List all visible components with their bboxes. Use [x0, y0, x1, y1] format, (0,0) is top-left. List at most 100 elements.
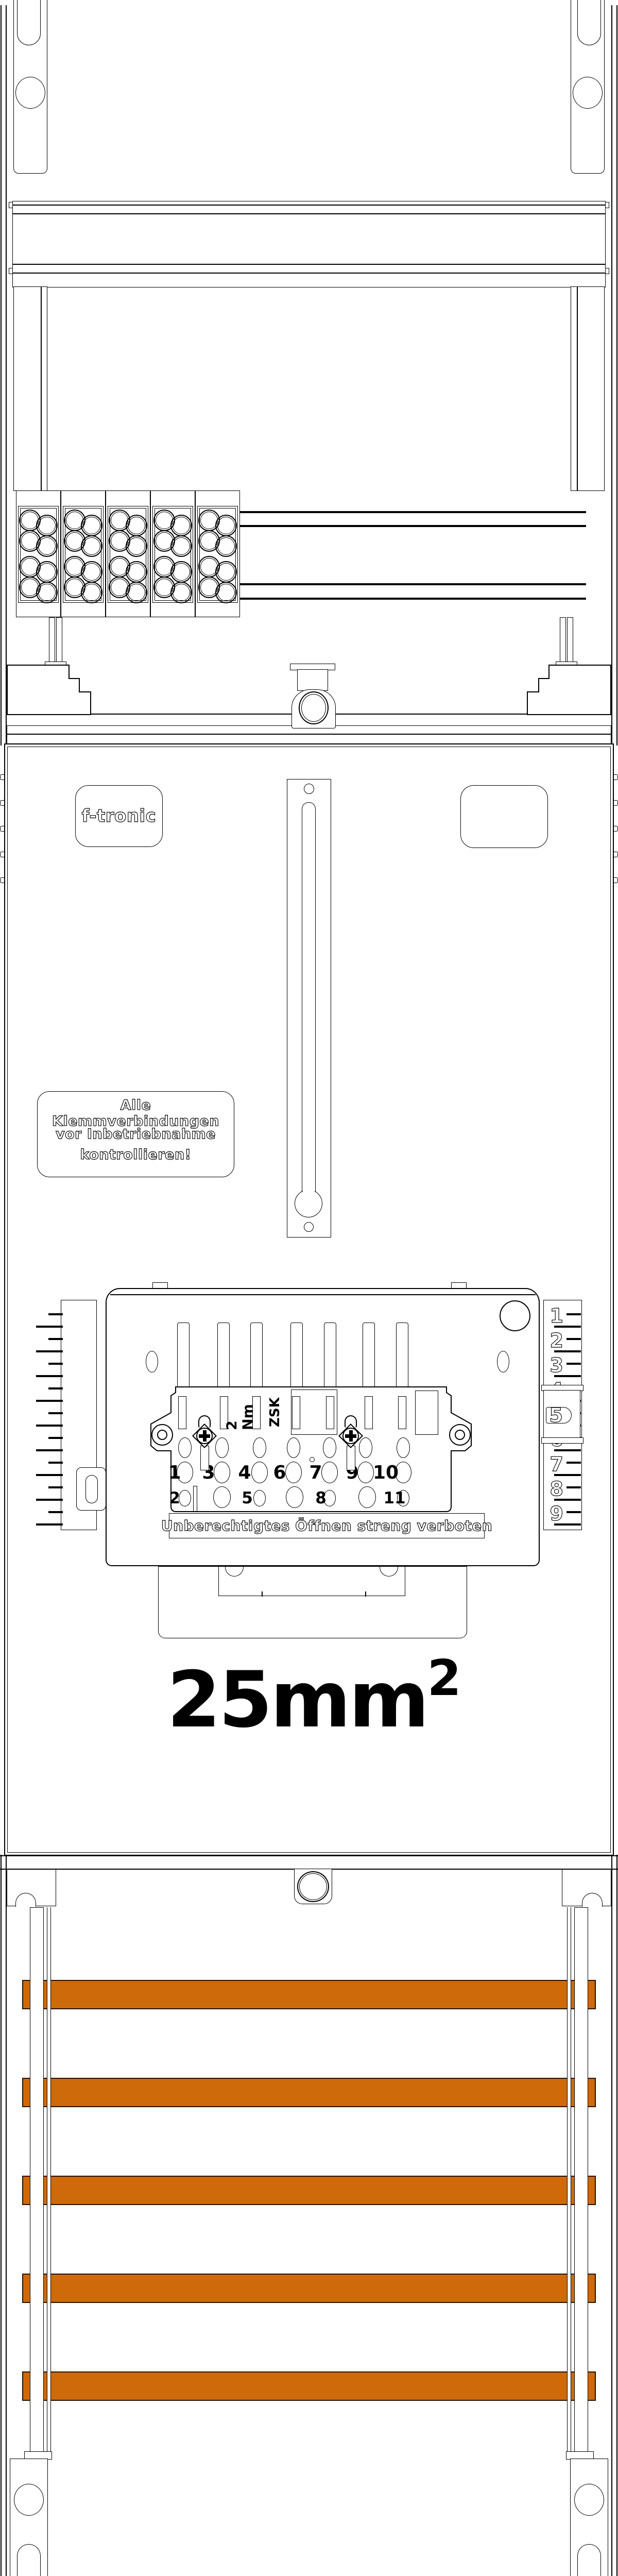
terminal-hole-inner: [128, 537, 145, 555]
right-wall-outer-line: [616, 1855, 617, 2576]
left-wall-outer-line: [1, 5, 2, 745]
seal-bar-text: Unberechtigtes Öffnen streng verboten: [161, 1517, 493, 1534]
t-handle-oval: [299, 691, 329, 724]
cover-edge-clip: [0, 826, 5, 832]
zsk-terminal-unit-body: [150, 1386, 472, 1512]
clamp-hole: [323, 1437, 336, 1458]
bottom-left-slot: [17, 2544, 41, 2576]
t-handle-stem: [297, 669, 328, 691]
comb-tick-long: [554, 1326, 581, 1328]
clamp-hole: [178, 1437, 192, 1458]
unit-slot: [178, 1396, 186, 1429]
terminal-block-frame-inner: [199, 508, 236, 601]
busbar: [22, 2176, 596, 2205]
cover-edge-clip: [0, 800, 5, 806]
lower-channel-left: [47, 1907, 51, 2452]
terminal-hole: [81, 582, 102, 603]
comb-scale-number: 3: [550, 1353, 564, 1377]
clamp-hole: [285, 1462, 302, 1483]
clamp-hole-small: [253, 1490, 266, 1506]
terminal-hole-inner: [83, 563, 100, 581]
left-column-line: [41, 286, 42, 491]
cover-slat: [363, 1323, 375, 1388]
din-rail-line: [12, 264, 606, 265]
terminal-hole: [81, 535, 102, 557]
unit-slot: [398, 1396, 406, 1429]
comb-tick-long: [554, 1523, 581, 1526]
cover-panel-inner-edge: [7, 747, 611, 1853]
clamp-number: 8: [315, 1489, 327, 1507]
comb-scale-number: 9: [550, 1502, 564, 1525]
clamp-hole-small: [179, 1490, 191, 1506]
unit-slot: [326, 1396, 334, 1429]
center-strip: [287, 779, 331, 1238]
terminal-block-frame-inner: [20, 508, 57, 601]
clamp-bar: [200, 1446, 209, 1470]
lower-section-top-line: [0, 1855, 618, 1856]
terminal-block-frame: [108, 506, 148, 603]
comb-tick-long: [36, 1523, 63, 1526]
comb-tick-mid: [566, 1462, 581, 1464]
mounting-ring-right-inner: [455, 1430, 465, 1440]
din-rail-line: [12, 213, 606, 214]
comb-scale-number: 1: [550, 1304, 564, 1327]
unit-slot: [365, 1396, 373, 1429]
clamp-pin: [193, 1486, 197, 1512]
support-post: [560, 617, 566, 664]
comb-tick-mid: [48, 1387, 63, 1389]
left-slide-clamp: [76, 1467, 106, 1511]
cover-slat: [324, 1323, 336, 1388]
terminal-block-frame-inner: [154, 508, 191, 601]
comb-tick-long: [554, 1474, 581, 1476]
zsk-cover-hole: [500, 1300, 530, 1331]
clamp-number: 10: [372, 1462, 399, 1483]
frame-band-line: [7, 734, 611, 735]
conductor-size-superscript: 2: [427, 1650, 461, 1707]
seal-bar: Unberechtigtes Öffnen streng verboten: [161, 1513, 492, 1538]
support-post: [56, 617, 62, 664]
unit-slot: [220, 1396, 228, 1429]
lower-bracket-arch: [15, 1893, 36, 1907]
terminal-hole-inner: [83, 537, 100, 555]
terminal-block-frame: [152, 506, 193, 603]
busbar: [22, 1980, 596, 2009]
warning-label-line1: Alle Klemmverbindungen: [52, 1097, 219, 1129]
comb-scale-number: 2: [550, 1329, 564, 1352]
terminal-hole: [36, 582, 58, 603]
mounting-ring-right: [449, 1424, 471, 1446]
clamp-hole: [359, 1437, 372, 1458]
shelf-line: [336, 714, 527, 715]
cover-edge-clip: [613, 800, 618, 806]
support-post: [567, 617, 573, 664]
left-wall-outer-line: [1, 1855, 2, 2576]
bottom-right-oval-hole: [574, 2484, 604, 2516]
clamp-hole: [397, 1437, 410, 1458]
unit-slot: [252, 1396, 261, 1429]
zsk-cover-edge-line: [110, 1294, 536, 1295]
zsk-lower-tray: [158, 1566, 467, 1638]
busbar: [22, 2078, 596, 2107]
screw-cross-v: [349, 1430, 353, 1442]
cover-edge-clip: [613, 774, 618, 780]
lower-center-tab-oval-inner: [299, 1873, 327, 1900]
terminal-hole: [215, 535, 237, 557]
top-left-rail-oval-hole: [15, 77, 45, 109]
terminal-hole-inner: [128, 517, 145, 534]
left-wall-inner-line: [6, 5, 7, 745]
right-wall-inner-line: [611, 1855, 612, 2576]
right-column-line: [577, 286, 578, 491]
zsk-center-recess: [291, 1389, 337, 1435]
screw-cross-v: [203, 1430, 207, 1442]
clamp-number: 6: [273, 1462, 286, 1483]
brand-logo-text: f-tronic: [81, 805, 157, 826]
clamp-number: 7: [309, 1462, 322, 1483]
right-wall-inner-line: [611, 5, 612, 745]
terminal-hole-inner: [217, 537, 235, 555]
lower-channel-right: [567, 1907, 571, 2452]
clamp-number: 1: [168, 1462, 181, 1483]
busbar: [22, 2371, 596, 2401]
torque-label: 2 Nm: [224, 1404, 256, 1430]
terminal-hole: [126, 535, 147, 557]
left-wall-inner-line: [6, 1855, 7, 2576]
center-strip-top-hole: [304, 784, 314, 794]
